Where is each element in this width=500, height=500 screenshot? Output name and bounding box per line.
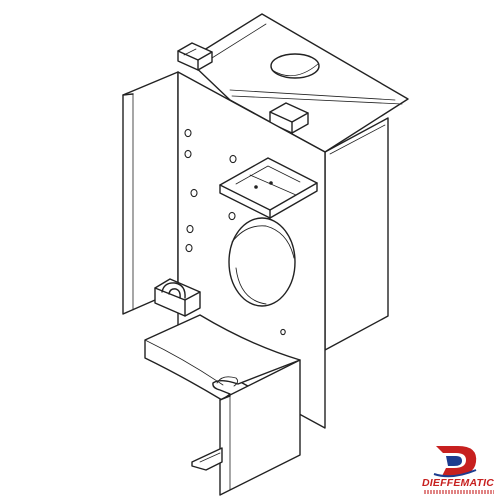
- saddle-plate: [144, 314, 301, 401]
- dieffematic-logo-icon: [433, 446, 477, 478]
- spring-clip: [154, 278, 201, 317]
- mounting-holes: [184, 128, 286, 336]
- top-tab-left: [177, 42, 213, 71]
- brand-wordmark: DIEFFEMATIC: [422, 477, 494, 489]
- brand-tagline-strip: [424, 490, 494, 494]
- blade-clip: [219, 157, 318, 219]
- left-flange: [122, 71, 179, 315]
- central-bore: [228, 217, 296, 307]
- lower-leg: [191, 359, 301, 496]
- top-hole: [270, 53, 320, 79]
- top-plate: [187, 13, 409, 153]
- right-side-panel: [324, 117, 389, 351]
